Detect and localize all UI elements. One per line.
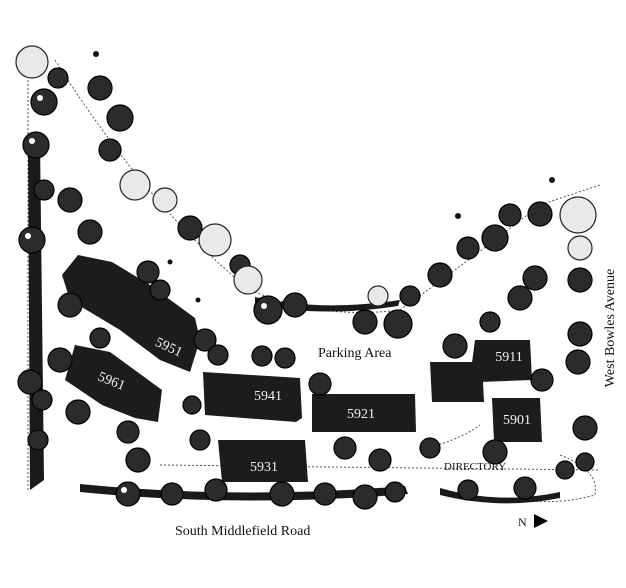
north-label: N	[518, 515, 527, 529]
building-label: 5931	[250, 460, 278, 475]
building-5951[interactable]: 5951	[62, 255, 200, 372]
buildings: 5951 5961 5941 5921 5931 5911 5901	[62, 255, 542, 482]
building-5911[interactable]: 5911	[430, 340, 532, 402]
building-label: 5901	[503, 413, 531, 428]
building-5941[interactable]: 5941	[203, 372, 302, 422]
building-label: 5911	[495, 350, 522, 365]
building-label: 5921	[347, 407, 375, 422]
north-arrow-icon	[534, 514, 548, 528]
building-label: 5941	[254, 389, 282, 404]
directory-label: DIRECTORY	[444, 461, 506, 473]
building-5901[interactable]: 5901	[492, 398, 542, 442]
north-arrow: N	[518, 514, 548, 529]
building-5931[interactable]: 5931	[218, 440, 308, 482]
west-bowles-avenue-label: West Bowles Avenue	[603, 269, 618, 387]
south-middlefield-road-label: South Middlefield Road	[175, 524, 310, 539]
trees	[15, 45, 598, 510]
building-5921[interactable]: 5921	[312, 394, 416, 432]
markers	[93, 51, 555, 303]
building-5961[interactable]: 5961	[65, 345, 162, 422]
parking-area-label: Parking Area	[318, 346, 392, 361]
